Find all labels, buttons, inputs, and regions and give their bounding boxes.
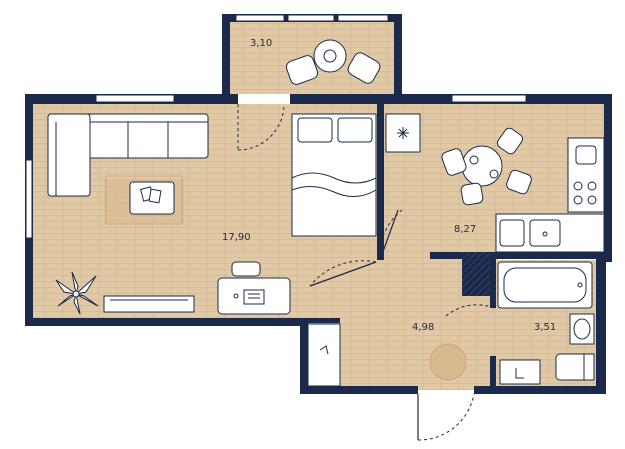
toilet-icon: [555, 353, 595, 381]
kettle: [575, 145, 597, 165]
wall-hall-bottom: [300, 386, 418, 394]
kitchen-furniture: [385, 113, 605, 253]
door-bath: [445, 304, 495, 317]
washbasin: [569, 313, 595, 345]
wall-bath-left-bottom: [490, 356, 496, 390]
wall-right: [604, 94, 612, 262]
washing-machine: [499, 359, 541, 385]
sink-icon: [529, 219, 561, 247]
kitchen-area-label: 8,27: [454, 224, 476, 235]
area-labels: 3,10 17,90 8,27 4,98 3,51: [222, 38, 556, 333]
window-balcony-1: [235, 14, 285, 22]
dishwasher: [499, 219, 525, 247]
tv-stand: [103, 295, 195, 313]
wall-bottom-right: [474, 386, 604, 394]
rug-round: [429, 343, 467, 381]
bathtub-icon: [497, 261, 593, 309]
desk: [217, 261, 291, 315]
balcony-table: [313, 39, 347, 73]
wall-partition-1: [377, 104, 384, 260]
windows: [25, 14, 527, 239]
door-kitchen-leaf: [379, 209, 399, 261]
wall-kitchen-bottom: [430, 252, 606, 259]
door-living: [309, 260, 377, 287]
door-balcony: [237, 103, 285, 151]
door-living-leaf: [309, 261, 377, 287]
window-left: [25, 159, 33, 239]
wall-balcony-left: [222, 14, 230, 100]
living-furniture: [47, 113, 377, 315]
stove-icon: [573, 181, 597, 205]
bathroom-fixtures: [497, 261, 595, 385]
wall-shaft: [462, 252, 494, 296]
wall-bath-left-top: [490, 252, 496, 308]
wall-right-lower: [596, 254, 606, 394]
wall-hall-left: [300, 318, 308, 394]
bed: [291, 113, 377, 237]
hall-area-label: 4,98: [412, 322, 434, 333]
balcony-chair-1: [285, 55, 319, 85]
bathroom-area-label: 3,51: [534, 322, 556, 333]
wall-balcony-right: [394, 14, 402, 100]
wardrobe: [307, 323, 341, 387]
fridge: [385, 113, 421, 153]
balcony-area-label: 3,10: [250, 38, 272, 49]
wall-wardrobe: [300, 318, 340, 323]
window-balcony-2: [287, 14, 335, 22]
dining-set: [441, 127, 532, 206]
hall-furniture: [307, 323, 467, 387]
wall-bottom-living: [25, 318, 308, 326]
plant-icon: [55, 271, 99, 315]
window-living: [95, 94, 175, 103]
window-kitchen: [451, 94, 527, 103]
living-area-label: 17,90: [222, 232, 251, 243]
door-entrance: [417, 393, 475, 441]
wall-top-mid: [290, 94, 402, 104]
balcony-furniture: [285, 39, 381, 85]
balcony-chair-2: [347, 52, 381, 84]
snowflake-icon: [397, 127, 409, 139]
coffee-table: [129, 181, 175, 215]
sofa: [47, 113, 209, 197]
window-balcony-3: [337, 14, 389, 22]
